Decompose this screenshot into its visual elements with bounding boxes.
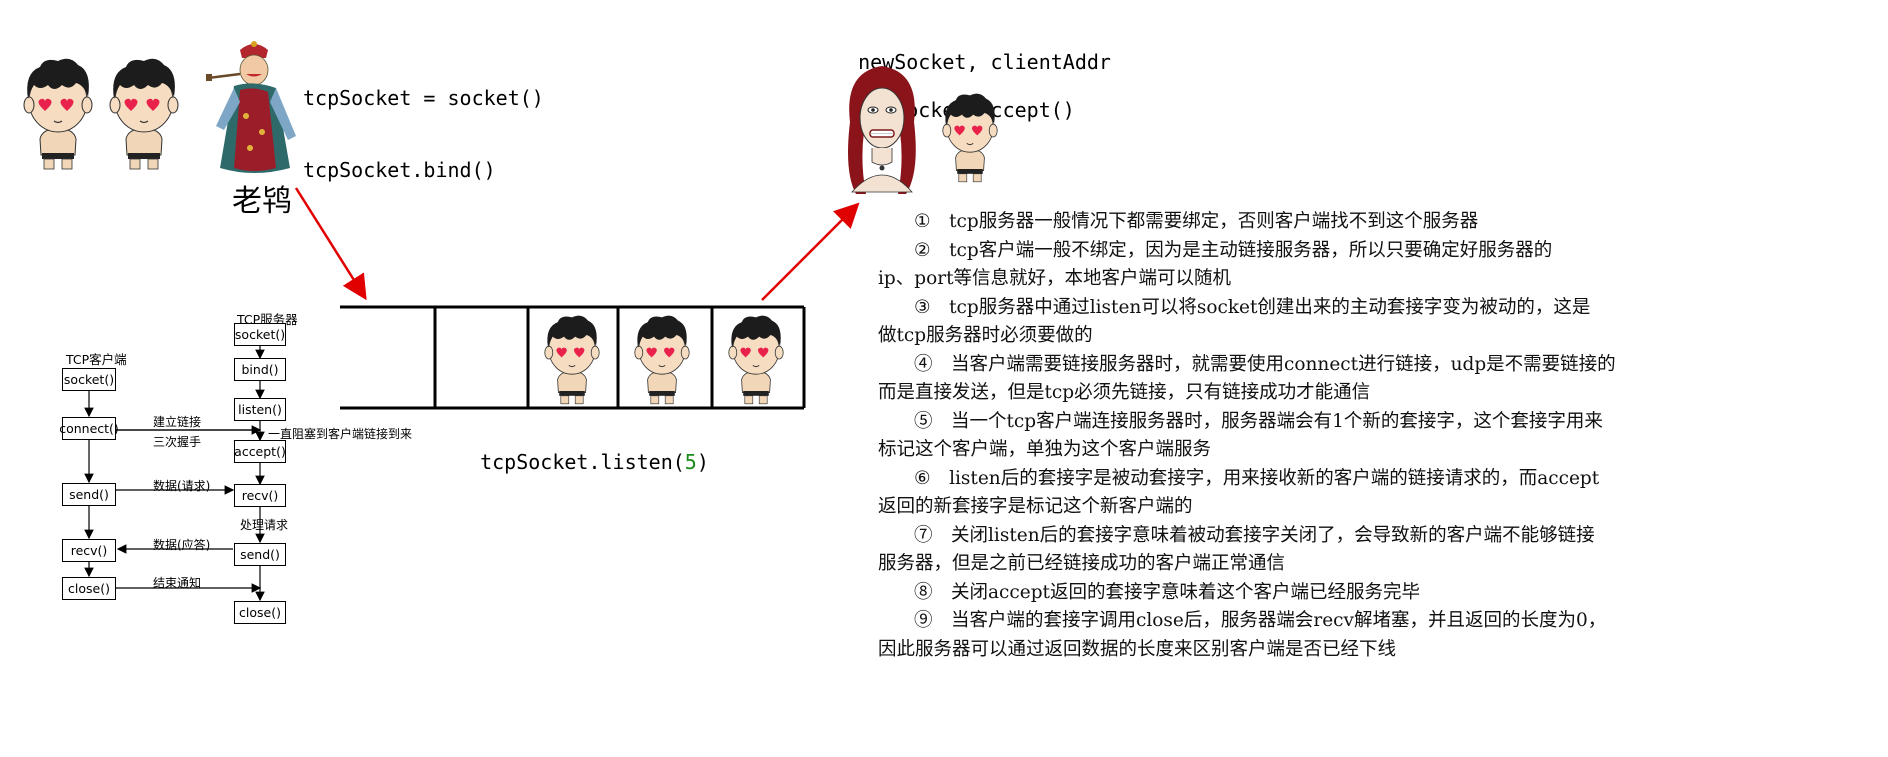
accepted-client-boy [938,90,1002,184]
accept-code-lhs: newSocket, clientAddr [858,50,1111,74]
madam-label: 老鸨 [232,184,292,219]
woman-icon [848,66,916,194]
edge-label-finish: 结束通知 [153,576,202,590]
client-connect-node: connect() [59,417,119,440]
server-accept-node: accept() [234,440,286,463]
madam-figure [206,36,302,178]
boy-icon [942,93,998,183]
boy-icon [728,315,784,405]
server-bind-node: bind() [234,358,286,381]
queued-client-1 [540,312,604,406]
listen-queue [340,305,806,410]
bind-code-line: tcpSocket.bind() [303,158,496,182]
socket-bind-code: tcpSocket = socket() tcpSocket.bind() [303,38,544,206]
note-line: ⑧ 关闭accept返回的套接字意味着这个客户端已经服务完毕 [914,581,1420,603]
client-close-node: close() [62,577,116,600]
arrow-queue-to-woman [761,202,860,301]
boy-icon [634,315,690,405]
edge-label-response: 数据(应答) [153,538,211,552]
edge-label-process: 处理请求 [240,518,289,532]
server-listen-node: listen() [234,398,286,421]
boy-icon [544,315,600,405]
socket-code-line: tcpSocket = socket() [303,86,544,110]
note-line: 返回的新套接字是标记这个新客户端的 [878,496,1193,517]
queued-client-3 [724,312,788,406]
note-line: ① tcp服务器一般情况下都需要绑定，否则客户端找不到这个服务器 [914,211,1479,232]
client-recv-node: recv() [62,539,116,562]
queued-client-2 [630,312,694,406]
server-close-node: close() [234,601,286,624]
edge-label-handshake: 三次握手 [153,435,202,449]
note-line: 标记这个客户端，单独为这个客户端服务 [878,439,1212,460]
note-line: ip、port等信息就好，本地客户端可以随机 [878,268,1232,289]
server-send-node: send() [234,543,286,566]
flowchart-lines [84,346,265,602]
note-line: 服务器，但是之前已经链接成功的客户端正常通信 [878,553,1286,574]
server-recv-node: recv() [234,484,286,507]
notes: ① tcp服务器一般情况下都需要绑定，否则客户端找不到这个服务器 ② tcp客户… [878,208,1878,664]
new-socket-woman [832,62,932,200]
client-send-node: send() [62,483,116,506]
tcp-flowchart: TCP客户端 TCP服务器 socket() connect() send() … [0,0,480,757]
note-line: ③ tcp服务器中通过listen可以将socket创建出来的主动套接字变为被动… [914,296,1591,318]
note-line: ⑦ 关闭listen后的套接字意味着被动套接字关闭了，会导致新的客户端不能够链接 [914,524,1595,546]
note-line: ⑤ 当一个tcp客户端连接服务器时，服务器端会有1个新的套接字，这个套接字用来 [914,410,1603,432]
note-line: ② tcp客户端一般不绑定，因为是主动链接服务器，所以只要确定好服务器的 [914,239,1553,261]
server-socket-node: socket() [234,323,286,346]
note-line: ⑨ 当客户端的套接字调用close后，服务器端会recv解堵塞，并且返回的长度为… [914,610,1607,631]
edge-label-request: 数据(请求) [153,479,211,493]
edge-label-connect: 建立链接 [153,415,202,429]
note-line: 做tcp服务器时必须要做的 [878,325,1093,346]
listen-code: tcpSocket.listen(5) [456,426,709,474]
edge-label-block: 一直阻塞到客户端链接到来 [268,427,413,441]
note-line: ④ 当客户端需要链接服务器时，就需要使用connect进行链接，udp是不需要链… [914,353,1616,375]
note-line: 因此服务器可以通过返回数据的长度来区别客户端是否已经下线 [878,638,1397,660]
client-socket-node: socket() [62,368,116,391]
client-title: TCP客户端 [66,352,127,367]
madam-icon [206,41,296,173]
listen-code-arg: 5 [684,450,697,474]
note-line: ⑥ listen后的套接字是被动套接字，用来接收新的客户端的链接请求的，而acc… [914,467,1600,489]
listen-code-suffix: ) [696,450,709,474]
note-line: 而是直接发送，但是tcp必须先链接，只有链接成功才能通信 [878,382,1371,403]
listen-code-prefix: tcpSocket.listen( [480,450,685,474]
